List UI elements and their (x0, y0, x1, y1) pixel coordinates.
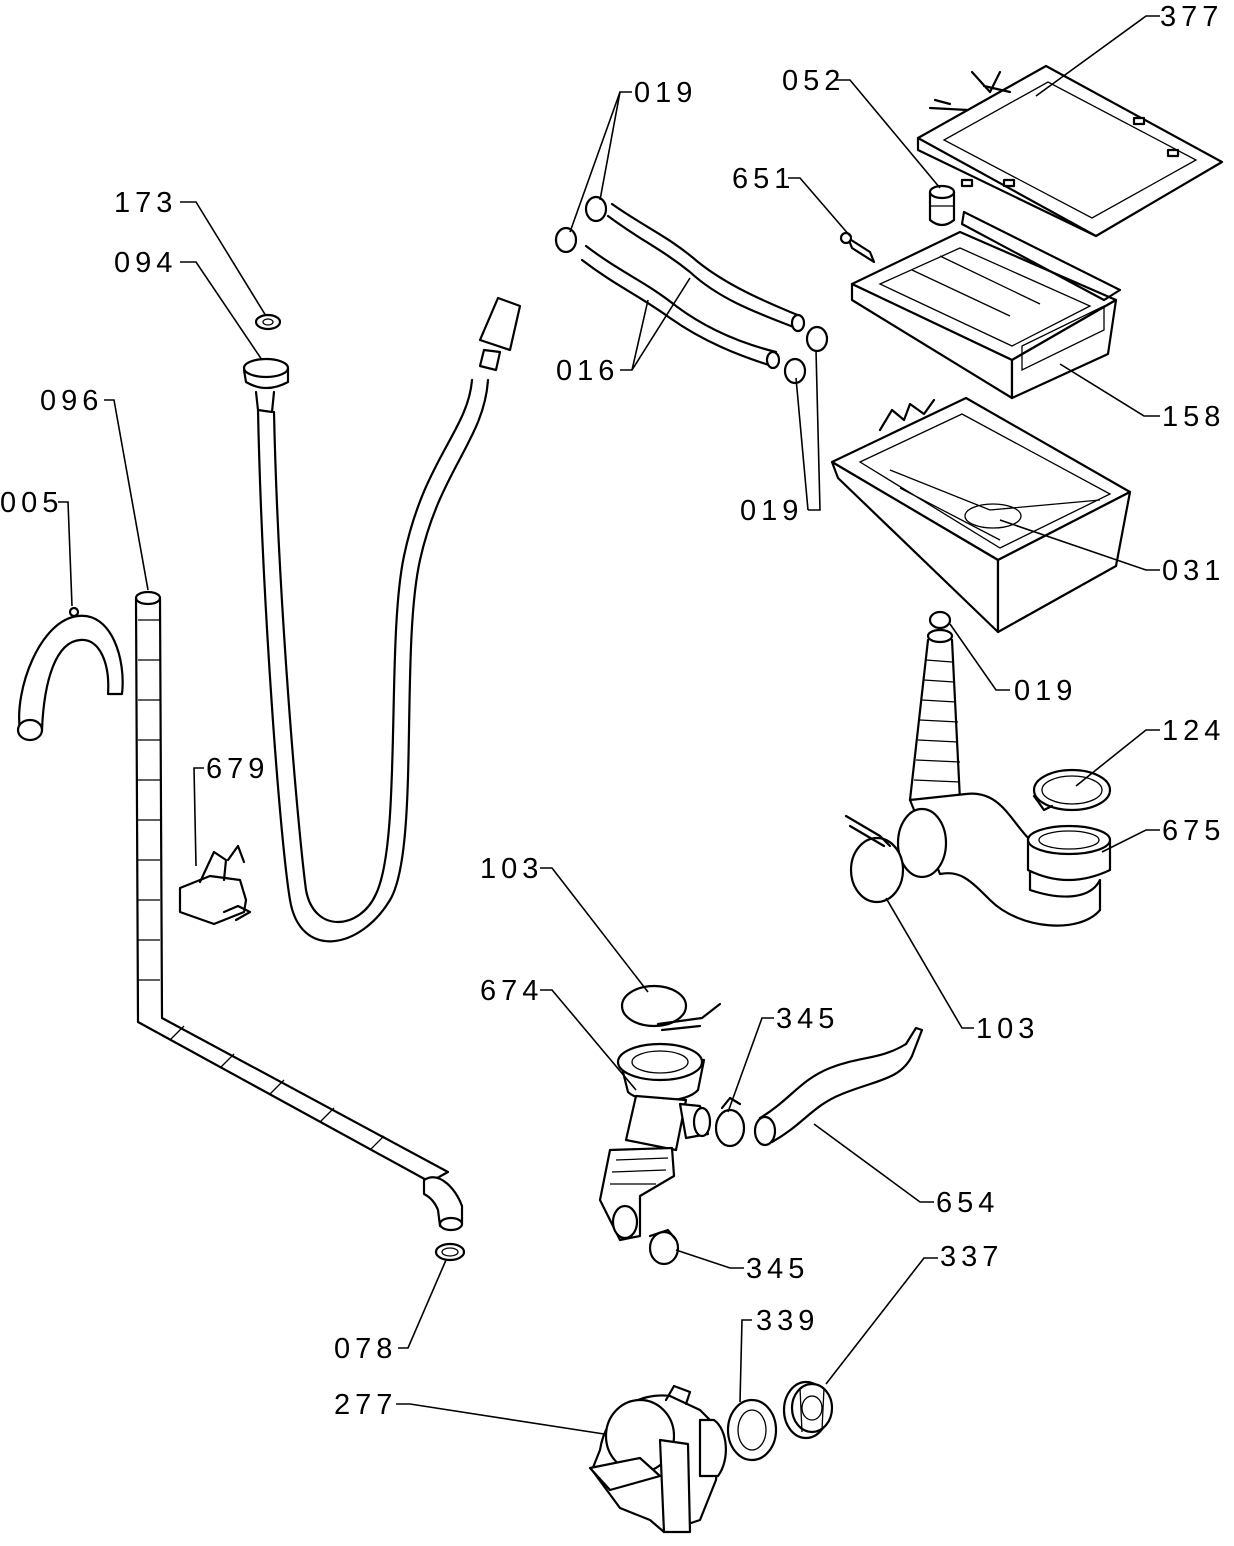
part-675-sump (896, 792, 1112, 927)
callout-337: 337 (940, 1241, 1003, 1273)
callout-679: 679 (206, 753, 269, 785)
callout-019-mid: 019 (740, 495, 803, 527)
callout-103-left: 103 (480, 853, 543, 885)
callout-345-top: 345 (776, 1003, 839, 1035)
part-052-cap (928, 184, 956, 227)
callout-345-bottom: 345 (746, 1253, 809, 1285)
part-345-clips (648, 1096, 746, 1266)
part-078-clip (434, 1242, 466, 1262)
leader-lines (58, 15, 1160, 1435)
part-103-clamp-left (620, 984, 722, 1032)
callout-651: 651 (732, 163, 795, 195)
part-031-housing (830, 396, 1132, 634)
callout-277: 277 (334, 1389, 397, 1421)
part-019-clip-bellows (908, 610, 962, 802)
callout-019-top: 019 (634, 77, 697, 109)
part-103-clamp-right (844, 814, 905, 904)
callout-096: 096 (40, 385, 103, 417)
part-651-pin (839, 231, 876, 264)
part-124-ring (1032, 768, 1112, 812)
callout-103-right: 103 (976, 1013, 1039, 1045)
part-654-hose (753, 1026, 924, 1147)
part-674-pump-housing (598, 1042, 712, 1242)
part-096-drain-hose (134, 590, 464, 1232)
part-005-hose-guide (16, 606, 124, 742)
part-377-lid (916, 64, 1224, 238)
part-094-inlet-hose (242, 296, 522, 943)
callout-173: 173 (114, 187, 177, 219)
callout-005: 005 (0, 487, 63, 519)
callout-158: 158 (1162, 401, 1225, 433)
callout-031: 031 (1162, 555, 1225, 587)
part-277-drain-pump (588, 1384, 727, 1534)
part-679-bracket (178, 844, 252, 926)
callout-339: 339 (756, 1305, 819, 1337)
part-016-inlet-hoses (554, 195, 829, 385)
callout-078: 078 (334, 1333, 397, 1365)
callout-labels: 377 019 052 651 173 094 016 158 096 005 … (0, 1, 1225, 1421)
callout-377: 377 (1160, 1, 1223, 33)
callout-019-low: 019 (1014, 675, 1077, 707)
callout-016: 016 (556, 355, 619, 387)
callout-654: 654 (936, 1187, 999, 1219)
callout-052: 052 (782, 65, 845, 97)
part-339-gasket (726, 1398, 778, 1462)
part-158-drawer (850, 210, 1122, 400)
callout-675: 675 (1162, 815, 1225, 847)
callout-094: 094 (114, 247, 177, 279)
part-337-cap (782, 1380, 834, 1440)
callout-124: 124 (1162, 715, 1225, 747)
callout-674: 674 (480, 975, 543, 1007)
